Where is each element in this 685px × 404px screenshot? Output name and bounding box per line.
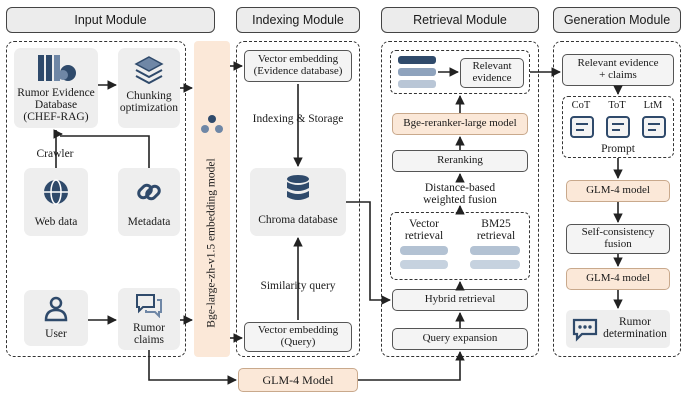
bm25-line1: BM25 — [481, 218, 511, 230]
relevant-claims-line1: Relevant evidence — [577, 57, 659, 70]
fusion-line2: weighted fusion — [423, 194, 497, 207]
bottom-glm4-model-box: GLM-4 Model — [238, 368, 358, 392]
self-consistency-line2: fusion — [604, 238, 632, 250]
metadata-tile — [118, 168, 180, 236]
message-dots-icon — [572, 318, 598, 342]
vec-evidence-line1: Vector embedding — [257, 53, 339, 66]
bm25-bar-2 — [470, 260, 520, 269]
rumor-db-line3: (CHEF-RAG) — [23, 111, 89, 124]
indexing-module-container — [236, 41, 360, 357]
query-expansion-box: Query expansion — [392, 328, 528, 350]
vector-embedding-query-box: Vector embedding(Query) — [244, 322, 352, 352]
relevant-evidence-claims-box: Relevant evidence+ claims — [562, 54, 674, 86]
glm4-model-box-2: GLM-4 model — [566, 268, 670, 290]
user-label: User — [45, 328, 67, 340]
vec-query-line1: Vector embedding — [257, 324, 339, 337]
prompt-group — [562, 96, 674, 158]
header-indexing-module: Indexing Module — [236, 7, 360, 33]
chat-bubble-icon — [136, 294, 162, 318]
header-generation-module: Generation Module — [553, 7, 681, 33]
header-retrieval-label: Retrieval Module — [413, 13, 507, 27]
rumor-claims-tile — [118, 288, 180, 350]
ltm-document-icon — [642, 116, 666, 138]
generation-module-container — [553, 41, 681, 357]
tot-document-icon — [606, 116, 630, 138]
vector-line1: Vector — [408, 218, 439, 230]
metadata-label: Metadata — [127, 216, 171, 228]
rumor-db-line1: Rumor Evidence — [17, 87, 95, 99]
chunking-line2: optimization — [119, 102, 179, 115]
weighted-fusion-label: Distance-based weighted fusion — [392, 182, 528, 206]
database-server-icon — [38, 55, 76, 81]
header-input-label: Input Module — [74, 13, 147, 27]
relevant-claims-line2: + claims — [599, 69, 637, 81]
chroma-label: Chroma database — [258, 214, 338, 226]
header-generation-label: Generation Module — [563, 13, 671, 27]
relevant-line2: evidence — [472, 72, 512, 84]
cot-document-icon — [570, 116, 594, 138]
bm25-bar-1 — [470, 246, 520, 255]
reranker-model-box: Bge-reranker-large model — [392, 113, 528, 135]
glm4-model-box-1: GLM-4 model — [566, 180, 670, 202]
tot-label: ToT — [608, 100, 626, 111]
ltm-label: LtM — [643, 100, 663, 111]
link-icon — [137, 183, 161, 201]
bm25-line2: retrieval — [476, 230, 516, 243]
rumor-determination-box — [566, 310, 670, 348]
user-tile — [24, 290, 88, 346]
crawler-label: Crawler — [30, 148, 80, 161]
cot-label: CoT — [571, 100, 591, 111]
chunking-label: Chunking optimization — [112, 90, 186, 114]
network-nodes-icon — [201, 115, 223, 133]
chunking-line1: Chunking — [126, 90, 172, 102]
relevant-line1: Relevant — [472, 60, 512, 73]
user-icon — [44, 296, 68, 322]
rumor-line1: Rumor — [619, 316, 651, 328]
vector-bar-2 — [400, 260, 448, 269]
cube-layers-icon — [134, 56, 164, 85]
vec-evidence-line2: (Evidence database) — [253, 65, 343, 77]
relevant-evidence-group — [390, 50, 530, 94]
vector-embedding-evidence-box: Vector embedding(Evidence database) — [244, 50, 352, 82]
vector-retrieval-label: Vector retrieval — [394, 218, 454, 242]
header-input-module: Input Module — [6, 7, 215, 33]
rumor-claims-line2: claims — [133, 334, 165, 347]
header-retrieval-module: Retrieval Module — [381, 7, 539, 33]
embedding-model-bar — [194, 41, 230, 357]
reranking-box: Reranking — [392, 150, 528, 172]
fusion-line1: Distance-based — [424, 182, 496, 194]
rumor-claims-line1: Rumor — [133, 322, 165, 334]
rumor-determination-label: Rumor determination — [600, 316, 670, 340]
bm25-retrieval-label: BM25 retrieval — [466, 218, 526, 242]
rumor-db-label: Rumor Evidence Database (CHEF-RAG) — [14, 87, 98, 123]
globe-icon — [44, 179, 68, 205]
header-indexing-label: Indexing Module — [252, 13, 344, 27]
vector-line2: retrieval — [404, 230, 444, 243]
result-bar-2 — [398, 68, 436, 76]
rumor-db-line2: Database — [34, 99, 78, 112]
vector-bar-1 — [400, 246, 448, 255]
result-bar-1 — [398, 56, 436, 64]
database-icon — [287, 175, 309, 200]
rumor-line2: determination — [603, 328, 667, 341]
rumor-claims-label: Rumor claims — [118, 322, 180, 346]
prompt-label: Prompt — [601, 143, 635, 155]
web-data-label: Web data — [34, 216, 78, 228]
input-module-container — [6, 41, 186, 357]
vec-query-line2: (Query) — [280, 336, 316, 348]
result-bar-3 — [398, 80, 436, 88]
self-consistency-line1: Self-consistency — [581, 226, 655, 239]
